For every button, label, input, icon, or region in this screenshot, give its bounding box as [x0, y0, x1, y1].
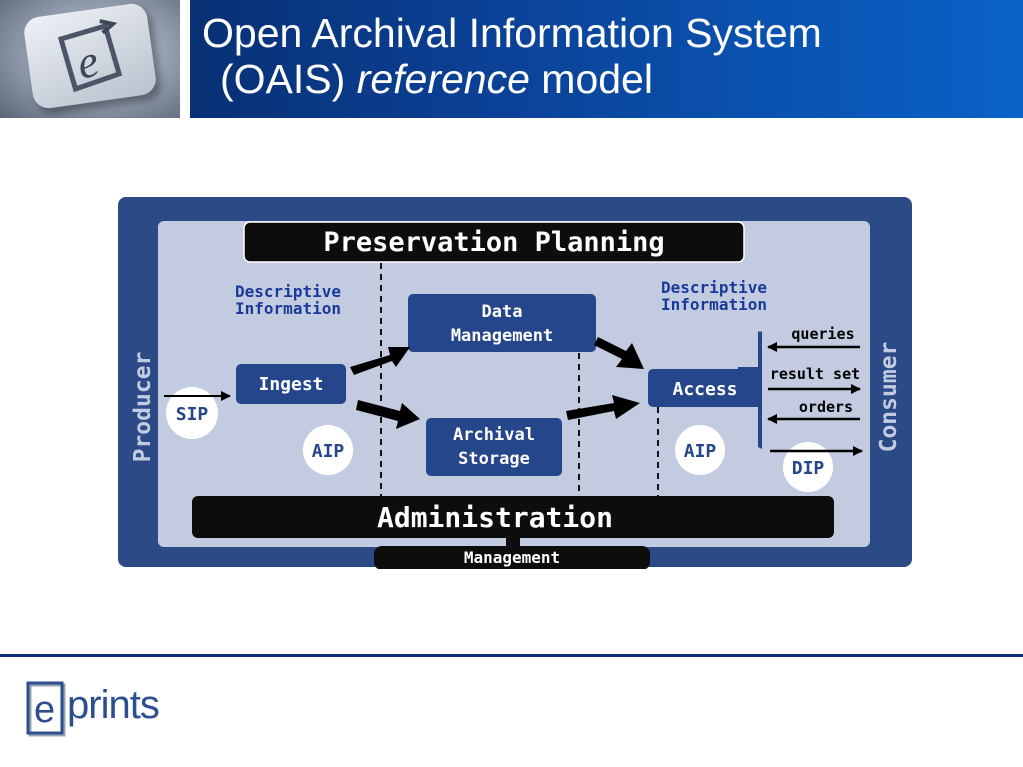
aip-right-circle: [675, 425, 725, 475]
result-set-label: result set: [770, 365, 860, 383]
footer-rule: [0, 654, 1023, 657]
eprints-logo-bracket: [26, 681, 64, 735]
title-line-1: Open Archival Information System: [202, 10, 822, 56]
dashed-separators: [380, 263, 659, 497]
orders-label: orders: [799, 398, 853, 416]
svg-text:e: e: [71, 35, 103, 89]
eprints-logo-letter: e: [34, 689, 55, 731]
data-management-label-line2: Management: [451, 326, 553, 346]
administration-box: [192, 496, 834, 538]
eprints-logo: e: [26, 681, 66, 737]
archival-storage-to-access-arrow: [566, 395, 640, 420]
aip-left-circle: [303, 425, 353, 475]
management-connector: [506, 535, 520, 549]
consumer-label: Consumer: [876, 342, 902, 453]
administration-label: Administration: [377, 501, 613, 534]
eprints-logo-bracket-shadow: [28, 683, 66, 737]
title-line-2: (OAIS) reference model: [202, 56, 822, 102]
oais-diagram: Preservation Planning Descriptive Inform…: [118, 197, 912, 569]
sip-circle: [166, 387, 218, 439]
descriptive-info-left-line1: Descriptive: [235, 282, 341, 301]
dip-label: DIP: [792, 458, 825, 479]
eprints-wordmark: prints: [67, 683, 160, 727]
e-glyph-icon: e: [57, 19, 123, 93]
archival-storage-label-line1: Archival: [453, 425, 535, 445]
preservation-planning-box: [243, 221, 745, 263]
title-emphasis: reference: [356, 56, 530, 102]
ingest-to-data-management-arrow: [350, 347, 410, 375]
management-label: Management: [464, 548, 560, 567]
archival-storage-label-line2: Storage: [458, 449, 530, 469]
title-prefix: (OAIS): [220, 56, 357, 102]
slide-title: Open Archival Information System (OAIS) …: [202, 10, 822, 102]
access-box: [648, 369, 758, 407]
aip-left-label: AIP: [312, 441, 345, 462]
access-label: Access: [672, 379, 737, 400]
descriptive-info-right-line2: Information: [661, 295, 767, 314]
flow-arrows: [350, 337, 644, 429]
dip-circle: [783, 442, 833, 492]
descriptive-info-left-line2: Information: [235, 299, 341, 318]
ingest-to-archival-storage-arrow: [356, 400, 420, 429]
management-box: [374, 546, 650, 569]
sip-label: SIP: [176, 404, 209, 425]
ingest-label: Ingest: [258, 374, 323, 395]
archival-storage-box: [426, 418, 562, 476]
data-management-box: [408, 294, 596, 352]
consumer-arrows: [767, 342, 863, 456]
ingest-box: [236, 364, 346, 404]
aip-right-label: AIP: [684, 441, 717, 462]
preservation-planning-label: Preservation Planning: [323, 227, 664, 258]
data-management-to-access-arrow: [594, 337, 644, 369]
queries-label: queries: [791, 325, 854, 343]
producer-label: Producer: [130, 352, 156, 463]
title-suffix: model: [529, 56, 653, 102]
descriptive-info-right-line1: Descriptive: [661, 278, 767, 297]
keyboard-key-e-icon: e: [0, 0, 180, 118]
data-management-label-line1: Data: [482, 302, 523, 322]
header-gap: [180, 0, 190, 118]
